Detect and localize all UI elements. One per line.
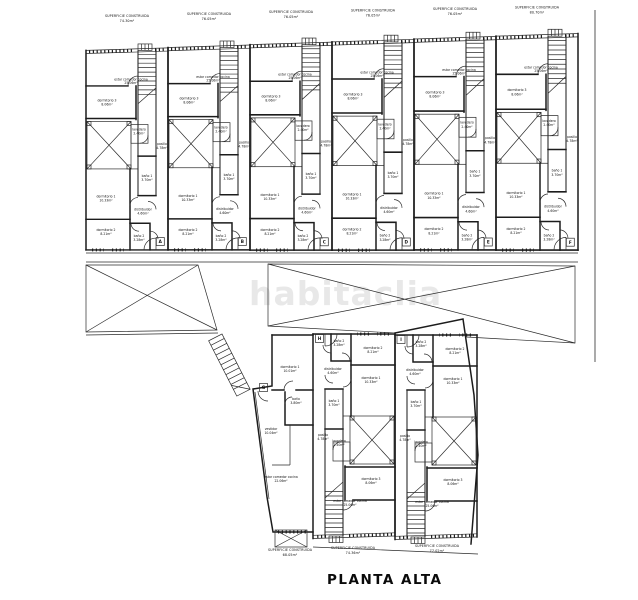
unit-E-labels — [424, 67, 497, 242]
room-area-estar: 22.06m² — [274, 479, 288, 483]
unit-B-badge — [237, 237, 247, 246]
unit-C-superficie-label: SUPERFICIE CONSTRUIDA — [269, 10, 314, 14]
unit-D-labels — [342, 70, 415, 242]
unit-H-superficie-area: 74.36m² — [346, 551, 361, 555]
unit-I-superficie-label: SUPERFICIE CONSTRUIDA — [415, 544, 460, 548]
unit-I-superficie-area: 77.02m² — [430, 549, 445, 553]
watermark: habitaclia — [249, 274, 443, 313]
unit-A-letter: A — [159, 239, 163, 244]
unit-F-letter: F — [569, 240, 572, 245]
unit-C-letter: C — [323, 239, 326, 244]
unit-B-labels — [178, 75, 251, 242]
unit-B-letter: B — [241, 239, 244, 244]
room-area-vestidor: 10.04m² — [264, 431, 278, 435]
lower-building-underlay — [252, 318, 479, 546]
unit-F-superficie-label: SUPERFICIE CONSTRUIDA — [515, 6, 560, 10]
unit-F-superficie-area: 80.70m² — [530, 11, 545, 15]
unit-H-superficie-label: SUPERFICIE CONSTRUIDA — [331, 546, 376, 550]
unit-E-superficie-label: SUPERFICIE CONSTRUIDA — [433, 7, 478, 11]
unit-D-superficie-area: 76.05m² — [366, 14, 381, 18]
unit-A-labels — [96, 77, 169, 243]
unit-G-superficie-area: 68.05m² — [283, 553, 298, 557]
room-label-vestidor: vestidor — [265, 427, 278, 431]
unit-B-superficie-label: SUPERFICIE CONSTRUIDA — [187, 12, 232, 16]
roof-terrace-left — [85, 264, 219, 336]
unit-G-superficie-label: SUPERFICIE CONSTRUIDA — [268, 548, 313, 552]
lower-building-edges — [312, 318, 479, 555]
unit-C-labels — [260, 72, 333, 242]
unit-A-superficie-area: 74.30m² — [120, 19, 135, 23]
unit-C-superficie-area: 76.05m² — [284, 15, 299, 19]
room-label-dorm: dormitorio 1 — [280, 365, 299, 369]
roof-terrace-right — [267, 263, 576, 344]
unit-I-letter: I — [400, 337, 402, 342]
unit-A-badge — [155, 237, 165, 246]
room-area-dorm: 10.01m² — [283, 369, 297, 373]
unit-D-superficie-label: SUPERFICIE CONSTRUIDA — [351, 9, 396, 13]
room-area-bano: 3.80m² — [290, 401, 302, 405]
unit-G-letter: G — [262, 385, 266, 390]
unit-C-badge — [319, 237, 329, 247]
unit-H-letter: H — [318, 336, 322, 341]
unit-F-labels — [506, 65, 579, 242]
unit-A-superficie-label: SUPERFICIE CONSTRUIDA — [105, 14, 150, 18]
unit-D-letter: D — [405, 240, 409, 245]
unit-D-badge — [401, 237, 411, 247]
unit-E-badge — [483, 237, 493, 247]
unit-B-superficie-area: 76.05m² — [202, 17, 217, 21]
unit-G-badge — [259, 383, 268, 392]
unit-E-letter: E — [487, 240, 490, 245]
unit-E-superficie-area: 76.05m² — [448, 12, 463, 16]
exterior-stair — [208, 333, 251, 397]
unit-F-badge — [565, 237, 575, 247]
page-title: PLANTA ALTA — [327, 572, 443, 588]
unit-G-labels: dormitorio 1 10.01m² baño 3.80m² vestido… — [264, 365, 302, 483]
unit-H-badge — [315, 334, 324, 343]
room-label-bano: baño — [292, 397, 300, 401]
unit-I-badge — [396, 335, 406, 344]
site-elements — [85, 10, 596, 397]
room-label-estar: estar comedor cocina — [264, 475, 298, 479]
unit-G-lines — [252, 334, 314, 548]
